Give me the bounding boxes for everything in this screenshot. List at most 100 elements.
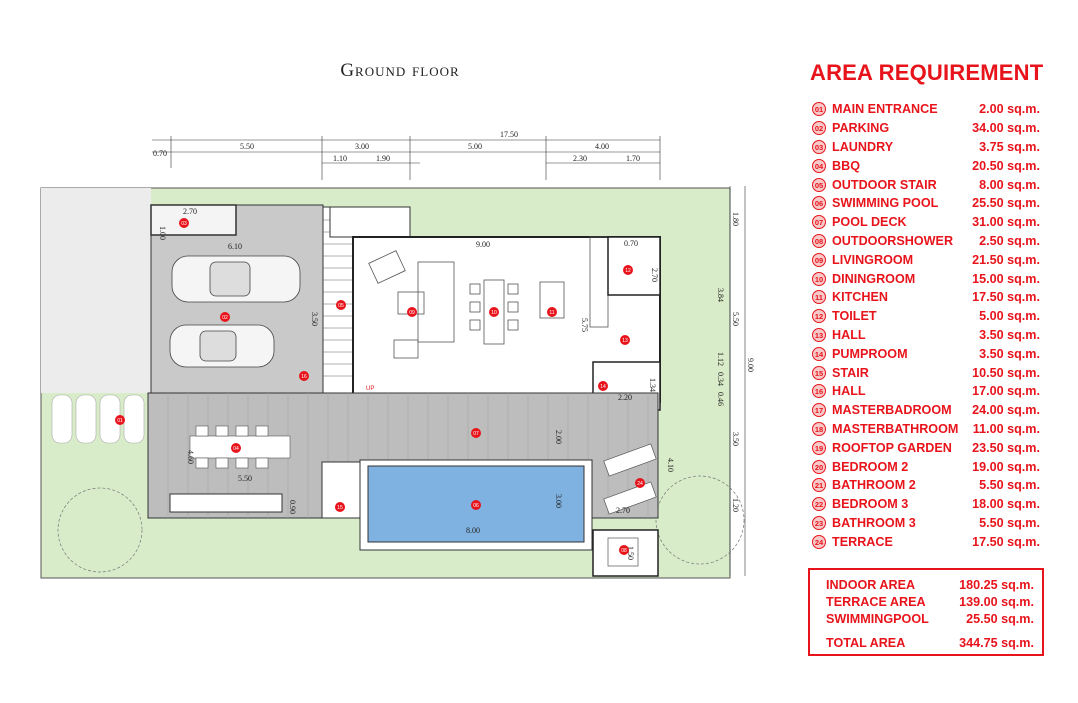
area-item-name: MASTERBADROOM bbox=[832, 403, 952, 418]
dim-top2-4: 1.70 bbox=[626, 154, 640, 163]
marker-16 bbox=[299, 371, 309, 381]
svg-text:04: 04 bbox=[233, 446, 239, 452]
sun-loungers bbox=[603, 443, 657, 515]
dim-lounge-h: 4.10 bbox=[666, 458, 675, 472]
svg-text:13: 13 bbox=[622, 338, 628, 344]
area-item-value: 17.50 sq.m. bbox=[972, 534, 1040, 549]
area-item-name: PUMPROOM bbox=[832, 346, 908, 361]
stair-top-landing bbox=[329, 206, 411, 238]
area-item-value: 19.00 sq.m. bbox=[972, 459, 1040, 474]
dim-right-5: 1.20 bbox=[731, 498, 740, 512]
area-item-name: ROOFTOP GARDEN bbox=[832, 440, 952, 455]
area-item-name: OUTDOORSHOWER bbox=[832, 233, 954, 248]
area-item-value: 5.00 sq.m. bbox=[979, 309, 1040, 324]
dim-right-6: 1.50 bbox=[626, 546, 635, 560]
dim-bbq-w: 5.50 bbox=[238, 474, 252, 483]
svg-text:14: 14 bbox=[600, 384, 606, 390]
svg-text:01: 01 bbox=[117, 418, 123, 424]
area-item: 09 LIVINGROOM 21.50 sq.m. bbox=[812, 250, 1040, 269]
area-item-value: 21.50 sq.m. bbox=[972, 252, 1040, 267]
tree-left bbox=[57, 487, 143, 573]
dim-top-3: 3.00 bbox=[355, 142, 369, 151]
area-item-number: 03 bbox=[812, 139, 826, 154]
marker-11 bbox=[547, 307, 557, 317]
marker-02 bbox=[220, 312, 230, 322]
area-item-name: MAIN ENTRANCE bbox=[832, 102, 938, 117]
area-item-value: 3.50 sq.m. bbox=[979, 346, 1040, 361]
marker-08 bbox=[619, 545, 629, 555]
dim-living-w: 9.00 bbox=[476, 240, 490, 249]
area-item-number: 06 bbox=[812, 196, 826, 211]
area-item-name: BBQ bbox=[832, 158, 860, 173]
dim-laundry-h: 1.00 bbox=[158, 226, 167, 240]
area-item-name: PARKING bbox=[832, 121, 890, 136]
dim-kitchen-h: 5.75 bbox=[580, 318, 589, 332]
area-item: 03 LAUNDRY 3.75 sq.m. bbox=[812, 138, 1040, 157]
area-item-value: 3.75 sq.m. bbox=[979, 139, 1040, 154]
svg-text:16: 16 bbox=[301, 374, 307, 380]
marker-04 bbox=[231, 443, 241, 453]
area-item-value: 31.00 sq.m. bbox=[972, 215, 1040, 230]
area-item-number: 12 bbox=[812, 309, 826, 324]
area-item-number: 09 bbox=[812, 252, 826, 267]
area-item-name: OUTDOOR STAIR bbox=[832, 177, 937, 192]
marker-24 bbox=[635, 478, 645, 488]
dim-stair2-h: 0.90 bbox=[288, 500, 297, 514]
area-item-value: 3.50 sq.m. bbox=[979, 327, 1040, 342]
dim-lounge-w: 2.70 bbox=[616, 506, 630, 515]
dim-top2-1: 1.10 bbox=[333, 154, 347, 163]
area-item-number: 17 bbox=[812, 403, 826, 418]
svg-text:02: 02 bbox=[222, 315, 228, 321]
area-item: 17 MASTERBADROOM 24.00 sq.m. bbox=[812, 401, 1040, 420]
toilet-room bbox=[607, 236, 661, 296]
area-item-name: LIVINGROOM bbox=[832, 252, 914, 267]
dim-pump-w: 2.20 bbox=[618, 393, 632, 402]
area-item-number: 07 bbox=[812, 215, 826, 230]
area-item-name: STAIR bbox=[832, 365, 869, 380]
area-item-name: TOILET bbox=[832, 309, 877, 324]
marker-06 bbox=[471, 500, 481, 510]
marker-13 bbox=[620, 335, 630, 345]
area-item-value: 34.00 sq.m. bbox=[972, 121, 1040, 136]
dim-top2-2: 1.90 bbox=[376, 154, 390, 163]
svg-text:11: 11 bbox=[549, 310, 554, 316]
dim-right-inner-2: 1.12 bbox=[716, 352, 725, 366]
area-item-number: 18 bbox=[812, 421, 826, 436]
area-item-value: 24.00 sq.m. bbox=[972, 403, 1040, 418]
dim-right-inner-4: 0.46 bbox=[716, 392, 725, 406]
svg-text:03: 03 bbox=[181, 221, 187, 227]
area-item-name: LAUNDRY bbox=[832, 139, 894, 154]
car-top bbox=[171, 255, 301, 303]
area-item-name: KITCHEN bbox=[832, 290, 888, 305]
area-item-name: POOL DECK bbox=[832, 215, 907, 230]
area-item: 07 POOL DECK 31.00 sq.m. bbox=[812, 213, 1040, 232]
area-item-number: 16 bbox=[812, 384, 826, 399]
area-requirement-title: AREA REQUIREMENT bbox=[810, 60, 1044, 85]
svg-text:24: 24 bbox=[637, 481, 643, 487]
paving-stones bbox=[51, 394, 145, 444]
dim-top2-3: 2.30 bbox=[573, 154, 587, 163]
svg-text:09: 09 bbox=[409, 310, 415, 316]
dim-top-4: 5.00 bbox=[468, 142, 482, 151]
dim-toilet-w: 0.70 bbox=[624, 239, 638, 248]
dim-toilet-h: 2.70 bbox=[650, 268, 659, 282]
svg-text:05: 05 bbox=[338, 303, 344, 309]
area-item-name: SWIMMING POOL bbox=[832, 196, 939, 211]
area-item-number: 02 bbox=[812, 121, 826, 136]
area-item: 02 PARKING 34.00 sq.m. bbox=[812, 119, 1040, 138]
